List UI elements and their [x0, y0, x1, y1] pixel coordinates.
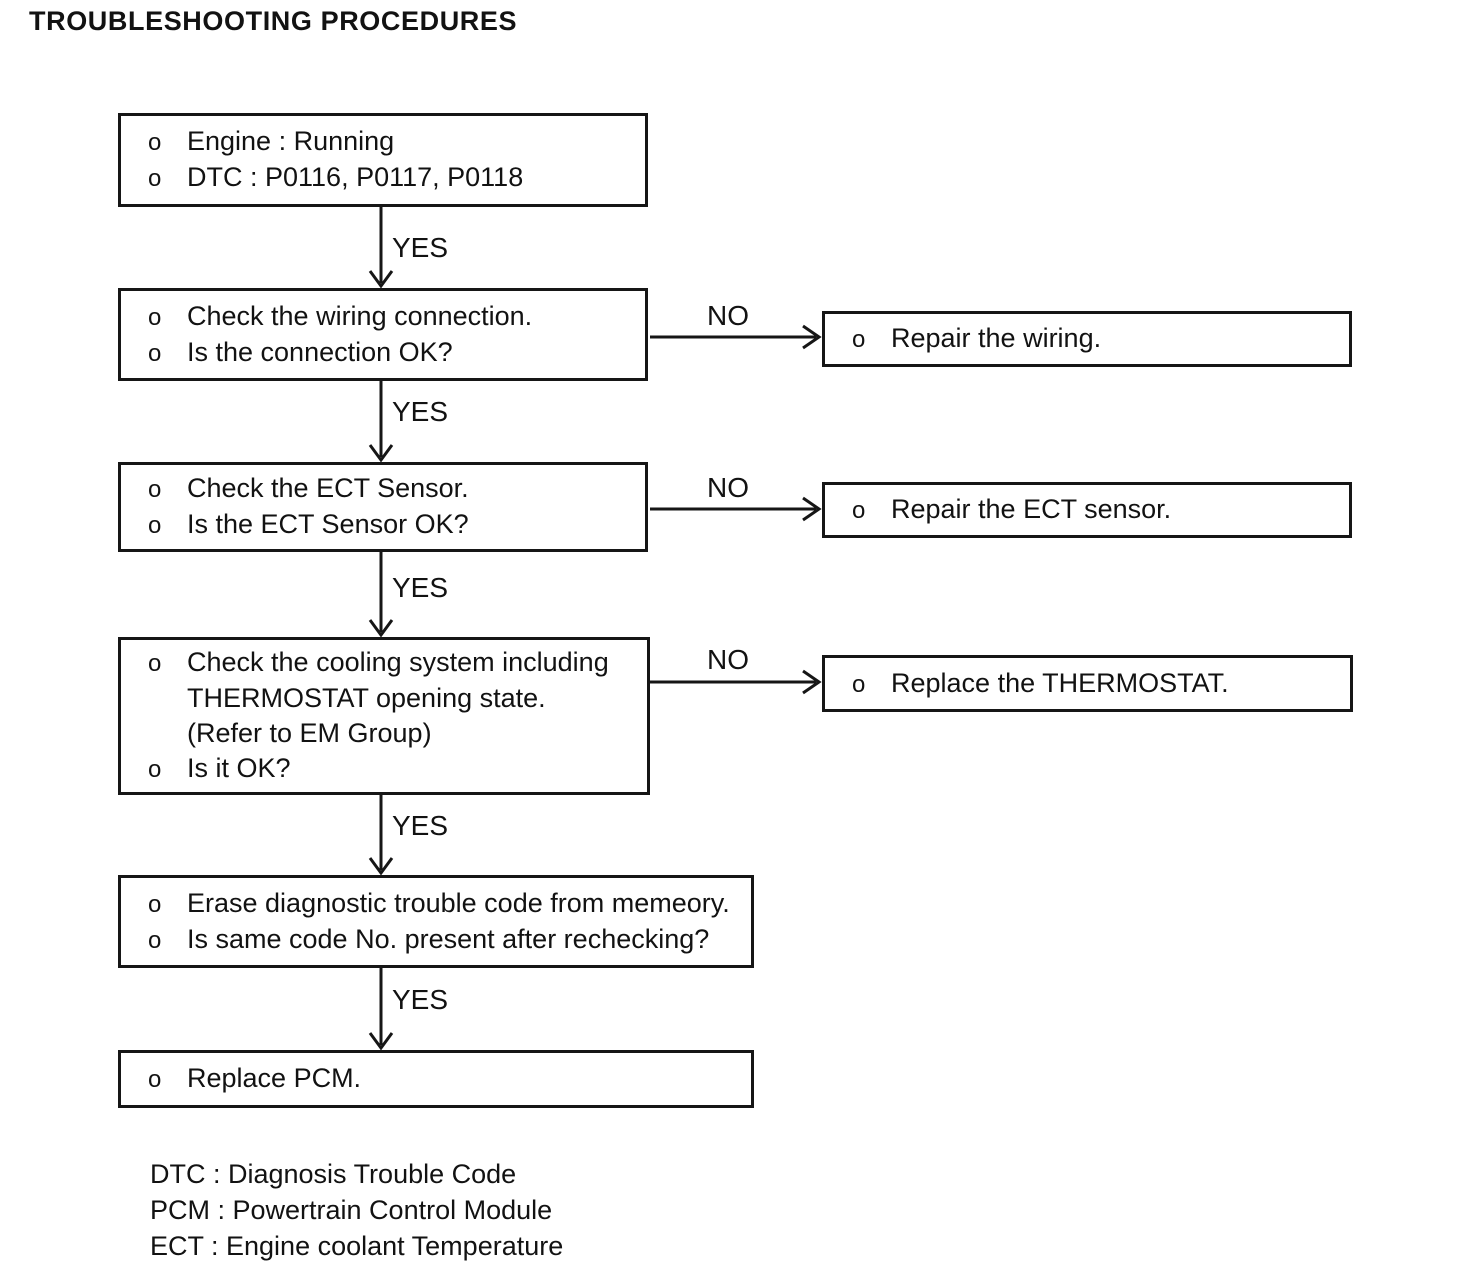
node-line: (Refer to EM Group): [148, 716, 641, 751]
edge-label-no-1: NO: [707, 300, 749, 331]
node-line: o Is the ECT Sensor OK?: [148, 507, 639, 543]
node-line-text: Check the ECT Sensor.: [187, 473, 469, 503]
edge-label-yes-4: YES: [392, 810, 449, 841]
node-line: o DTC : P0116, P0117, P0118: [148, 160, 639, 196]
node-line-text: Replace the THERMOSTAT.: [891, 667, 1229, 698]
legend-line-pcm: PCM : Powertrain Control Module: [150, 1195, 553, 1225]
node-line-text: Check the wiring connection.: [187, 300, 533, 331]
node-line: o Is it OK?: [148, 751, 641, 787]
node-line: o Erase diagnostic trouble code from mem…: [148, 886, 745, 922]
flow-node-engine-condition: o Engine : Running o DTC : P0116, P0117,…: [118, 113, 648, 207]
node-line: o Repair the ECT sensor.: [852, 492, 1343, 528]
bullet-marker: o: [148, 926, 162, 954]
edge-label-no-2: NO: [707, 472, 749, 503]
node-line-text: Check the cooling system including: [187, 647, 609, 677]
node-line-text: Repair the ECT sensor.: [891, 494, 1172, 524]
node-line: o Check the wiring connection.: [148, 299, 639, 335]
flow-node-check-cooling-system: o Check the cooling system including THE…: [118, 637, 650, 795]
bullet-marker: o: [148, 512, 162, 539]
arrowhead-down-4: [368, 857, 394, 876]
node-line-text: Repair the wiring.: [891, 323, 1102, 353]
bullet-marker: o: [148, 1066, 162, 1093]
node-line: o Is the connection OK?: [148, 335, 639, 371]
node-line-text: Erase diagnostic trouble code from memeo…: [187, 887, 730, 918]
edge-label-yes-3: YES: [392, 572, 449, 603]
bullet-marker: o: [148, 650, 162, 677]
node-line: o Check the ECT Sensor.: [148, 471, 639, 507]
arrowhead-right-1: [802, 324, 822, 350]
flow-node-replace-pcm: o Replace PCM.: [118, 1050, 754, 1108]
bullet-marker: o: [148, 476, 162, 503]
node-line-text: Is the ECT Sensor OK?: [187, 509, 469, 539]
arrowhead-down-3: [368, 619, 394, 638]
node-line-text: THERMOSTAT opening state.: [187, 683, 546, 713]
page-title: TROUBLESHOOTING PROCEDURES: [29, 6, 518, 36]
bullet-marker: o: [852, 670, 866, 698]
bullet-marker: o: [148, 890, 162, 918]
flow-node-check-wiring: o Check the wiring connection. o Is the …: [118, 288, 648, 381]
arrowhead-down-1: [368, 270, 394, 289]
edge-label-yes-5: YES: [392, 984, 449, 1015]
node-line: o Check the cooling system including: [148, 645, 641, 681]
legend-line-ect: ECT : Engine coolant Temperature: [150, 1231, 564, 1261]
node-line-text: (Refer to EM Group): [187, 718, 432, 748]
node-line-text: Is the connection OK?: [187, 336, 453, 367]
node-line-text: Is it OK?: [187, 753, 291, 783]
arrowhead-down-5: [368, 1032, 394, 1051]
bullet-marker: o: [148, 756, 162, 783]
arrowhead-right-3: [802, 669, 822, 695]
node-line: o Is same code No. present after recheck…: [148, 922, 745, 958]
legend-line-dtc: DTC : Diagnosis Trouble Code: [150, 1159, 517, 1189]
flow-node-erase-dtc: o Erase diagnostic trouble code from mem…: [118, 875, 754, 968]
bullet-marker: o: [852, 497, 866, 524]
node-line-text: Replace PCM.: [187, 1063, 362, 1093]
bullet-marker: o: [148, 129, 162, 156]
node-line: o Engine : Running: [148, 124, 639, 160]
edge-label-yes-1: YES: [392, 232, 449, 263]
node-line: THERMOSTAT opening state.: [148, 681, 641, 716]
node-line-text: Is same code No. present after recheckin…: [187, 923, 710, 954]
node-line-text: DTC : P0116, P0117, P0118: [187, 162, 524, 192]
flow-node-replace-thermostat: o Replace the THERMOSTAT.: [822, 655, 1353, 712]
bullet-marker: o: [148, 165, 162, 192]
edge-label-no-3: NO: [707, 644, 749, 675]
node-line-text: Engine : Running: [187, 126, 395, 156]
arrowhead-down-2: [368, 444, 394, 463]
arrowhead-right-2: [802, 496, 822, 522]
flow-node-repair-wiring: o Repair the wiring.: [822, 311, 1352, 367]
node-line: o Replace PCM.: [148, 1061, 745, 1097]
bullet-marker: o: [148, 303, 162, 331]
flow-node-repair-ect-sensor: o Repair the ECT sensor.: [822, 482, 1352, 538]
node-line: o Replace the THERMOSTAT.: [852, 666, 1344, 702]
node-line: o Repair the wiring.: [852, 321, 1343, 357]
flow-node-check-ect-sensor: o Check the ECT Sensor. o Is the ECT Sen…: [118, 462, 648, 552]
bullet-marker: o: [148, 339, 162, 367]
edge-label-yes-2: YES: [392, 396, 449, 427]
bullet-marker: o: [852, 326, 866, 353]
abbreviation-legend: DTC : Diagnosis Trouble Code PCM : Power…: [150, 1156, 563, 1264]
